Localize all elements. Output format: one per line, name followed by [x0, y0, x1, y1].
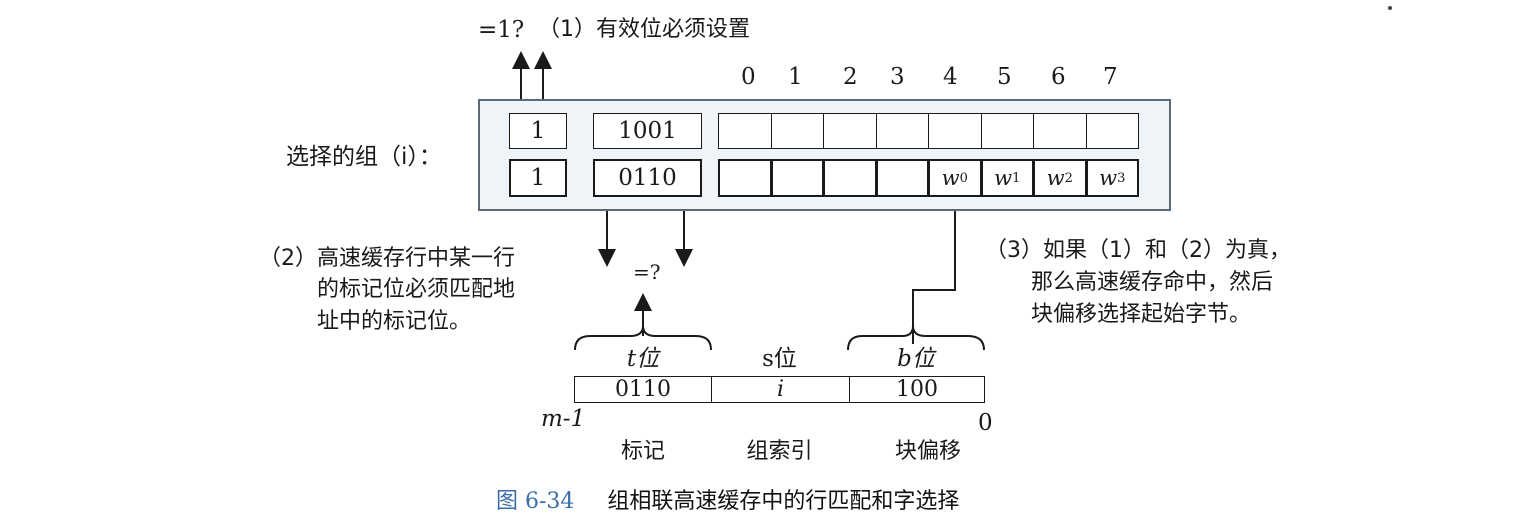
step3-line-2: 那么高速缓存命中，然后	[1031, 270, 1274, 295]
selected-set-label: 选择的组（i）：	[286, 144, 442, 170]
line2-valid-bit: 1	[509, 159, 567, 197]
s-bits-text: s位	[762, 346, 797, 372]
block-index-3: 3	[890, 64, 905, 90]
field-name-offset: 块偏移	[894, 439, 961, 464]
corner-dot	[1388, 6, 1392, 10]
line1-byte-cell-3	[875, 113, 929, 149]
address-offset-field: 100	[896, 377, 938, 402]
b-bits-text: b位	[897, 346, 935, 372]
block-index-0: 0	[741, 64, 756, 90]
block-index-1: 1	[788, 64, 803, 90]
t-bits-label: t位	[575, 348, 711, 371]
line2-byte-cell-2	[823, 159, 877, 197]
line1-byte-cell-1	[770, 113, 824, 149]
line2-byte-cell-3	[875, 159, 929, 197]
step3-line-1: （3）如果（1）和（2）为真，	[985, 238, 1291, 263]
line1-byte-cell-5	[980, 113, 1034, 149]
line1-tag: 1001	[593, 113, 702, 149]
msb-label: m-1	[541, 406, 586, 432]
step2-line-3: 址中的标记位。	[317, 309, 472, 334]
brace-b	[847, 325, 985, 351]
address-bar: 0110 i 100	[574, 376, 985, 403]
block-index-2: 2	[843, 64, 858, 90]
block-index-5: 5	[997, 64, 1012, 90]
line1-byte-cell-6	[1033, 113, 1087, 149]
field-name-index: 组索引	[746, 439, 813, 464]
address-index-field: i	[712, 377, 850, 402]
step2-line-2: 的标记位必须匹配地	[317, 277, 516, 302]
caption-number: 图 6-34	[496, 489, 575, 514]
step1-label: （1）有效位必须设置	[538, 17, 750, 42]
line1-byte-cell-7	[1085, 113, 1139, 149]
block-index-7: 7	[1103, 64, 1118, 90]
field-name-tag: 标记	[620, 439, 665, 464]
line2-byte-cell-0	[718, 159, 772, 197]
t-bits-text: t位	[626, 346, 660, 372]
brace-t	[574, 325, 712, 351]
line1-valid-bit: 1	[509, 113, 567, 149]
b-bits-label: b位	[848, 348, 984, 371]
block-index-4: 4	[943, 64, 958, 90]
block-index-6: 6	[1051, 64, 1066, 90]
line1-byte-cell-4	[928, 113, 982, 149]
s-bits-label: s位	[711, 348, 848, 371]
line2-byte-cell-1	[770, 159, 824, 197]
step2-line-1: （2）高速缓存行中某一行	[259, 246, 515, 271]
valid-check-label: =1?	[478, 17, 525, 43]
line1-byte-cell-0	[718, 113, 772, 149]
caption-title: 组相联高速缓存中的行匹配和字选择	[607, 489, 960, 514]
offset-arrow	[912, 193, 964, 344]
line2-tag: 0110	[593, 159, 702, 197]
line1-byte-cell-2	[823, 113, 877, 149]
address-tag-field: 0110	[575, 377, 712, 402]
lsb-label: 0	[978, 410, 993, 436]
tag-compare-label: =?	[633, 260, 661, 284]
figure-caption: 图 6-34 组相联高速缓存中的行匹配和字选择	[496, 491, 959, 513]
step3-line-3: 块偏移选择起始字节。	[1031, 302, 1252, 327]
